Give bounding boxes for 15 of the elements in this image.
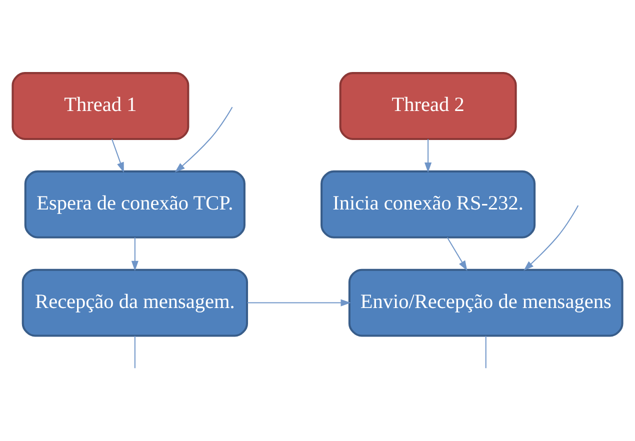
- connector: [485, 336, 486, 368]
- arrow: [524, 204, 579, 270]
- node-box: Espera de conexão TCP.: [24, 170, 246, 238]
- arrow: [111, 138, 124, 172]
- node-box: Recepção da mensagem.: [22, 268, 248, 336]
- node-box: Envio/Recepção de mensagens: [348, 268, 624, 336]
- arrow: [174, 106, 233, 172]
- connector: [134, 336, 136, 368]
- node-box: Thread 1: [12, 72, 190, 140]
- arrow: [446, 236, 468, 270]
- node-box: Thread 2: [339, 72, 517, 140]
- node-box: Inicia conexão RS-232.: [320, 170, 536, 238]
- arrow: [131, 237, 138, 271]
- arrow: [424, 138, 432, 172]
- arrow: [247, 298, 351, 306]
